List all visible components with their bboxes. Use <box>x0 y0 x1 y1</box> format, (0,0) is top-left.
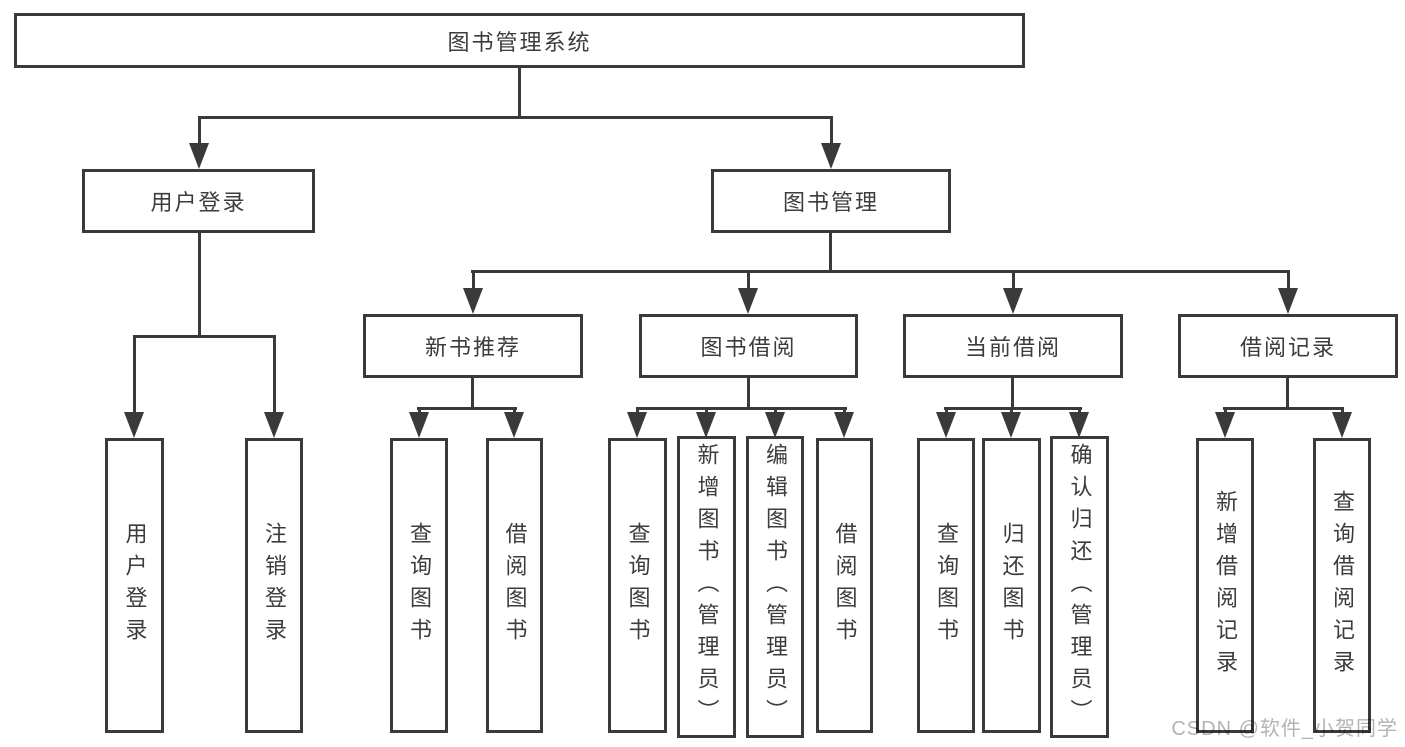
connector-user-login-stem <box>198 233 201 338</box>
connector-book-mgmt-stem <box>829 233 832 273</box>
connector-borrow-records-stem <box>1286 378 1289 410</box>
leaf-current-return: 归还图书 <box>982 438 1041 733</box>
arrow-to-user-login <box>189 119 209 169</box>
connector-book-borrow-stem <box>747 378 750 410</box>
leaf-current-confirm-admin-label: 确认归还（管理员） <box>1067 443 1093 731</box>
arrow-to-current-borrow-leaf-1 <box>936 410 956 438</box>
arrow-to-book-borrow <box>738 273 758 314</box>
node-root-label: 图书管理系统 <box>447 29 592 55</box>
arrow-to-book-mgmt <box>821 119 841 169</box>
node-current-borrow-label: 当前借阅 <box>964 335 1061 360</box>
leaf-borrow-book-label: 借阅图书 <box>832 521 858 650</box>
leaf-borrow-book: 借阅图书 <box>816 438 873 733</box>
arrow-to-new-book-leaf-2 <box>504 410 524 438</box>
arrow-to-current-borrow-leaf-3 <box>1069 410 1089 438</box>
connector-book-mgmt-bar <box>471 270 1290 273</box>
arrow-to-new-book-rec <box>463 273 483 314</box>
leaf-current-confirm-admin: 确认归还（管理员） <box>1050 436 1109 738</box>
leaf-borrow-query: 查询图书 <box>608 438 667 733</box>
leaf-newbook-query-label: 查询图书 <box>407 521 432 650</box>
arrow-to-new-book-leaf-1 <box>409 410 429 438</box>
connector-borrow-records-bar <box>1223 407 1344 410</box>
leaf-current-query-label: 查询图书 <box>934 521 959 650</box>
leaf-borrow-query-label: 查询图书 <box>625 521 651 650</box>
leaf-current-return-label: 归还图书 <box>999 521 1025 650</box>
arrow-to-book-borrow-leaf-3 <box>765 410 785 438</box>
leaf-newbook-borrow-label: 借阅图书 <box>502 521 528 650</box>
node-book-mgmt-label: 图书管理 <box>782 190 879 215</box>
node-borrow-records: 借阅记录 <box>1178 314 1398 378</box>
leaf-borrow-edit-admin-label: 编辑图书（管理员） <box>763 443 788 731</box>
leaf-borrow-add-admin: 新增图书（管理员） <box>677 436 736 738</box>
node-book-borrow-label: 图书借阅 <box>700 335 797 360</box>
leaf-record-add: 新增借阅记录 <box>1196 438 1254 733</box>
node-book-borrow: 图书借阅 <box>639 314 858 378</box>
node-book-mgmt: 图书管理 <box>711 169 951 233</box>
connector-root-bar <box>198 116 833 119</box>
node-current-borrow: 当前借阅 <box>903 314 1123 378</box>
arrow-to-user-login-leaf-2 <box>264 338 284 438</box>
arrow-to-borrow-records-leaf-1 <box>1215 410 1235 438</box>
leaf-record-add-label: 新增借阅记录 <box>1213 489 1238 682</box>
leaf-user-login: 用户登录 <box>105 438 164 733</box>
leaf-current-query: 查询图书 <box>917 438 975 733</box>
connector-user-login-bar <box>133 335 276 338</box>
leaf-record-query: 查询借阅记录 <box>1313 438 1371 733</box>
watermark: CSDN @软件_小贺同学 <box>1171 718 1398 740</box>
connector-book-borrow-bar <box>636 407 847 410</box>
node-root: 图书管理系统 <box>14 13 1025 68</box>
arrow-to-current-borrow-leaf-2 <box>1001 410 1021 438</box>
leaf-logout-label: 注销登录 <box>262 521 287 650</box>
arrow-to-book-borrow-leaf-1 <box>627 410 647 438</box>
arrow-to-borrow-records-leaf-2 <box>1332 410 1352 438</box>
node-borrow-records-label: 借阅记录 <box>1239 335 1336 360</box>
leaf-user-login-label: 用户登录 <box>122 521 148 650</box>
connector-new-book-stem <box>471 378 474 410</box>
leaf-newbook-query: 查询图书 <box>390 438 448 733</box>
arrow-to-book-borrow-leaf-2 <box>696 410 716 438</box>
connector-current-borrow-bar <box>944 407 1082 410</box>
arrow-to-borrow-records <box>1278 273 1298 314</box>
node-new-book-rec-label: 新书推荐 <box>424 335 521 360</box>
connector-new-book-bar <box>417 407 517 410</box>
leaf-borrow-edit-admin: 编辑图书（管理员） <box>746 436 804 738</box>
node-user-login: 用户登录 <box>82 169 315 233</box>
arrow-to-current-borrow <box>1003 273 1023 314</box>
leaf-logout: 注销登录 <box>245 438 303 733</box>
connector-root-stem <box>518 68 521 116</box>
node-new-book-rec: 新书推荐 <box>363 314 583 378</box>
leaf-record-query-label: 查询借阅记录 <box>1330 489 1355 682</box>
leaf-borrow-add-admin-label: 新增图书（管理员） <box>694 443 720 731</box>
arrow-to-book-borrow-leaf-4 <box>834 410 854 438</box>
node-user-login-label: 用户登录 <box>150 190 247 215</box>
connector-current-borrow-stem <box>1011 378 1014 410</box>
arrow-to-user-login-leaf-1 <box>124 338 144 438</box>
leaf-newbook-borrow: 借阅图书 <box>486 438 543 733</box>
